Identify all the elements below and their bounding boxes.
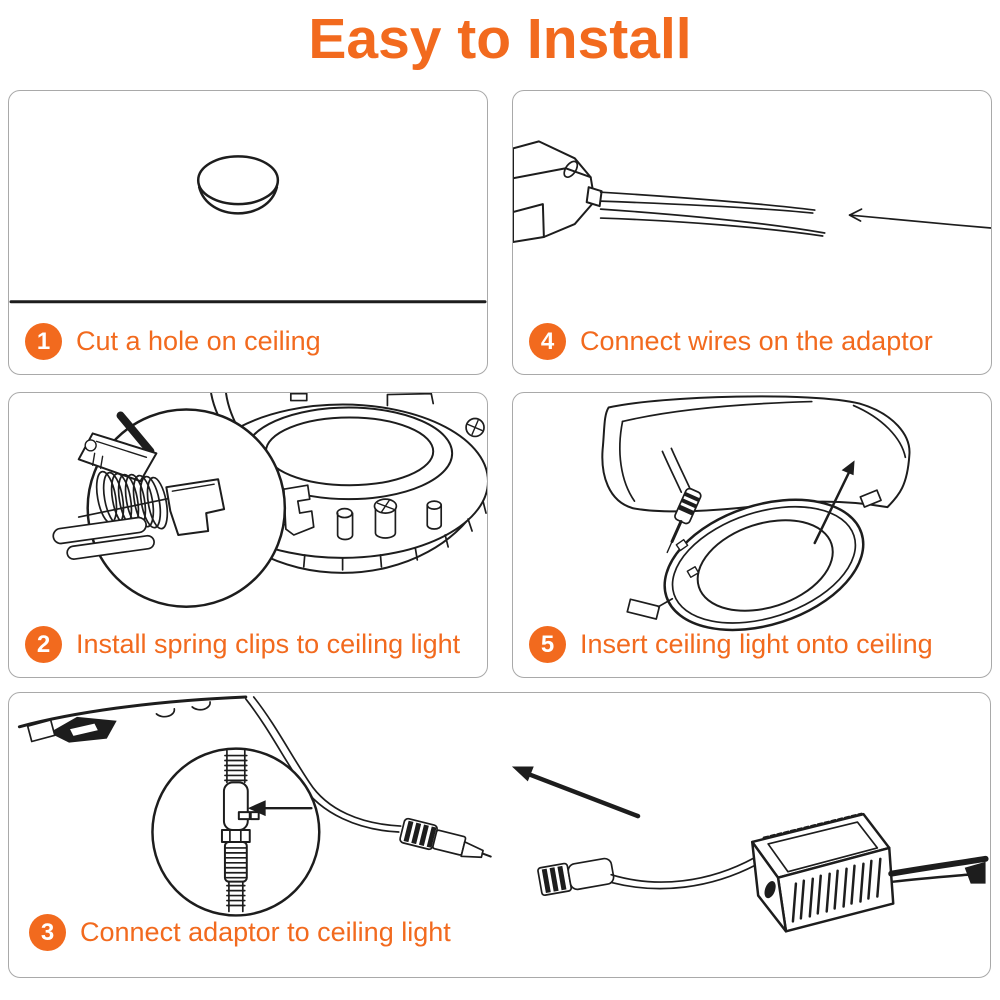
step-5-caption: 5 Insert ceiling light onto ceiling bbox=[529, 626, 933, 663]
magnifier-spring-detail bbox=[52, 408, 287, 608]
step-3-label: Connect adaptor to ceiling light bbox=[80, 917, 451, 947]
insert-light-illustration bbox=[601, 395, 911, 632]
ceiling-light-drawing bbox=[663, 498, 865, 632]
step-2-caption: 2 Install spring clips to ceiling light bbox=[25, 626, 460, 663]
male-plug-drawing bbox=[399, 817, 492, 859]
direction-arrow bbox=[511, 766, 641, 819]
vent-slots bbox=[791, 857, 882, 923]
wires-drawing bbox=[599, 191, 991, 237]
power-cord bbox=[888, 855, 989, 884]
top-tab bbox=[289, 393, 308, 402]
spring-clip-tabs bbox=[626, 489, 882, 620]
page-title: Easy to Install bbox=[308, 7, 692, 71]
step-1-caption: 1 Cut a hole on ceiling bbox=[25, 323, 321, 360]
panel-step-4: 4 Connect wires on the adaptor bbox=[512, 90, 992, 375]
step-5-badge: 5 bbox=[529, 626, 566, 663]
ceiling-light-edge-drawing bbox=[17, 695, 248, 743]
step-4-badge: 4 bbox=[529, 323, 566, 360]
adaptor-wires-illustration bbox=[513, 140, 991, 243]
step-4-caption: 4 Connect wires on the adaptor bbox=[529, 323, 933, 360]
step-1-label: Cut a hole on ceiling bbox=[76, 326, 321, 356]
step-5-label: Insert ceiling light onto ceiling bbox=[580, 629, 933, 659]
step-2-badge: 2 bbox=[25, 626, 62, 663]
adaptor-box-drawing bbox=[750, 812, 895, 933]
wire-to-adaptor bbox=[610, 856, 758, 890]
hole-cut-illustration bbox=[9, 155, 487, 304]
step-2-label: Install spring clips to ceiling light bbox=[76, 629, 461, 659]
connect-adaptor-illustration bbox=[17, 695, 989, 933]
adaptor-drawing bbox=[513, 140, 603, 243]
step-1-badge: 1 bbox=[25, 323, 62, 360]
magnifier-connector-detail bbox=[151, 747, 321, 917]
hanging-connector-drawing bbox=[661, 447, 702, 554]
step-4-label: Connect wires on the adaptor bbox=[580, 326, 933, 356]
insert-arrow bbox=[813, 460, 855, 545]
female-connector-drawing bbox=[537, 857, 615, 897]
ceiling-hole-cutout-drawing bbox=[196, 155, 280, 215]
step-3-badge: 3 bbox=[29, 914, 66, 951]
ceiling-hole-drawing bbox=[601, 395, 911, 513]
panel-step-2: 2 Install spring clips to ceiling light bbox=[8, 392, 488, 678]
spring-clips-illustration bbox=[52, 393, 487, 608]
panel-step-1: 1 Cut a hole on ceiling bbox=[8, 90, 488, 375]
top-bracket bbox=[386, 393, 435, 407]
panel-step-3: 3 Connect adaptor to ceiling light bbox=[8, 692, 991, 978]
step-3-caption: 3 Connect adaptor to ceiling light bbox=[29, 914, 451, 951]
panel-step-5: 5 Insert ceiling light onto ceiling bbox=[512, 392, 992, 678]
